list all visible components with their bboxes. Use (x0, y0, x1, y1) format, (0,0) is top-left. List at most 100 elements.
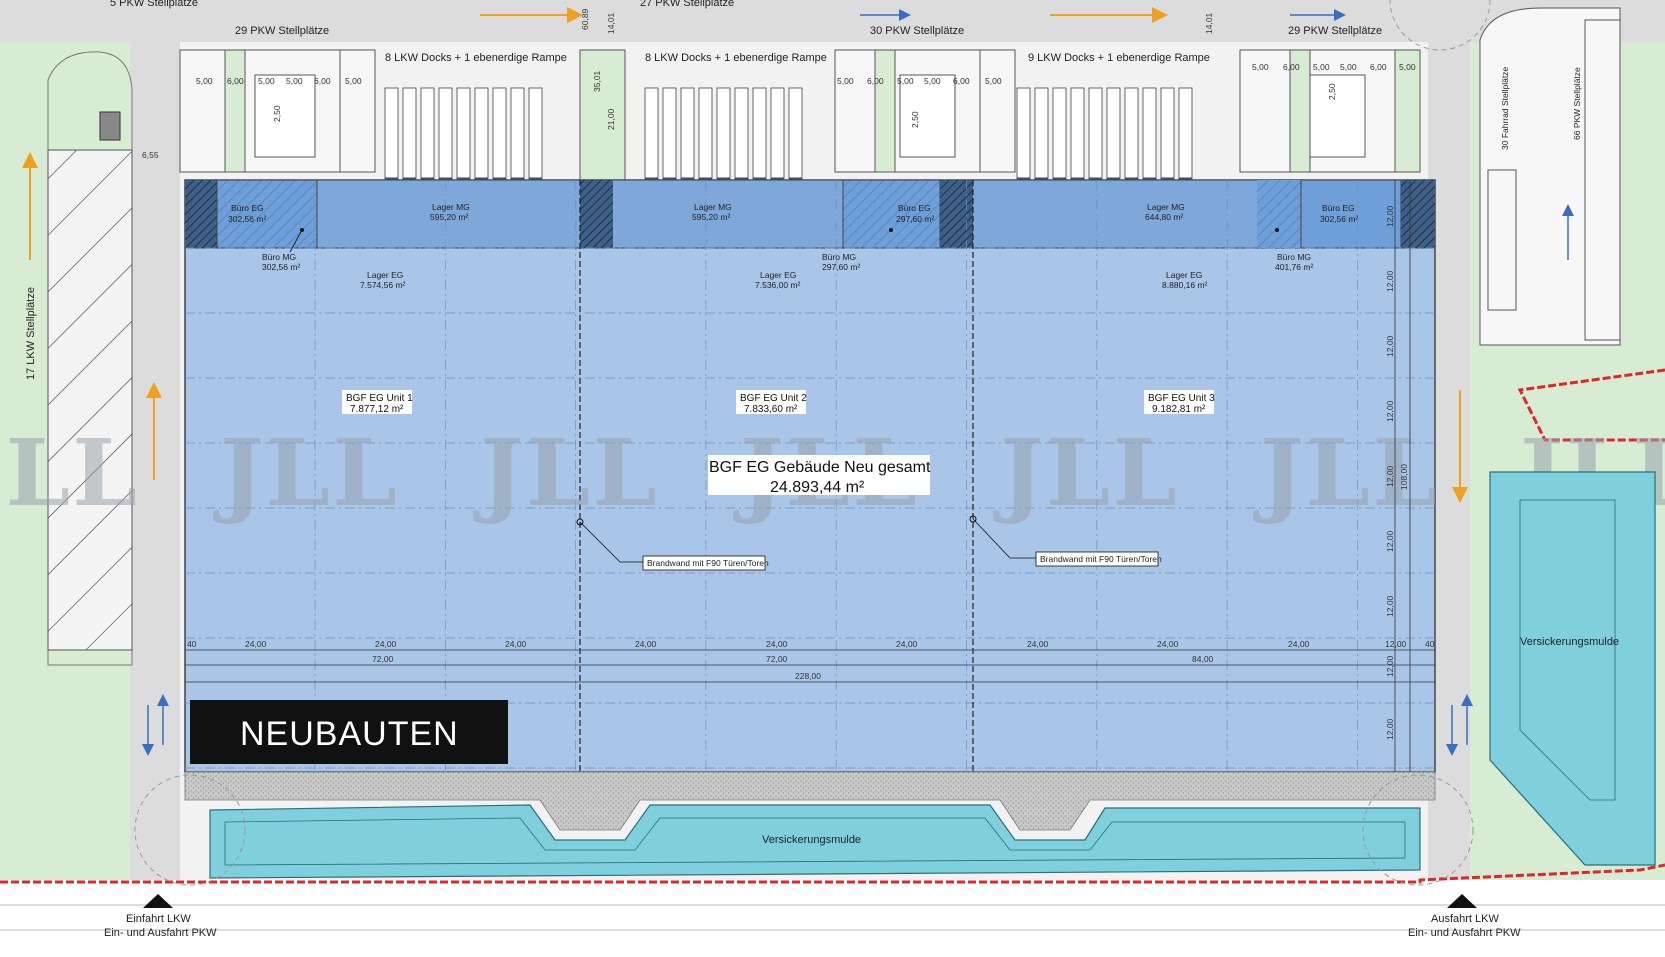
total-label: BGF EG Gebäude Neu gesamt (709, 459, 931, 476)
parking-right-stalls (1584, 19, 1621, 341)
dock-bay (438, 87, 453, 179)
room-buero-eg-2-area: 297,60 m² (896, 214, 934, 224)
firewall-1-label: Brandwand mit F90 Türen/Toren (647, 558, 769, 568)
unit3-box (1144, 390, 1214, 414)
dim-2400-8: 24,00 (1157, 639, 1179, 649)
infiltration-bottom-label: Versickerungsmulde (762, 834, 861, 846)
infiltration-basin-right (1489, 471, 1656, 866)
gravel-strip (184, 771, 1436, 831)
dock-bay (456, 87, 471, 179)
neubauten-badge (190, 700, 508, 764)
dim-1401-a: 14,01 (606, 12, 616, 34)
total-area: 24.893,44 m² (770, 479, 865, 496)
firewall-2-leader (972, 518, 1036, 559)
docks-unit1-label: 8 LKW Docks + 1 ebenerdige Rampe (385, 52, 567, 64)
dim-500-c: 5,00 (286, 76, 303, 86)
room-buero-eg-1: Büro EG (231, 203, 264, 213)
dim-1200-v: 12,00 (1385, 205, 1395, 227)
median-green-1 (579, 49, 626, 181)
dock-bay (528, 87, 543, 179)
stair-core-3 (1401, 180, 1435, 248)
dim-500-b: 5,00 (258, 76, 275, 86)
dim-10800: 108,00 (1399, 464, 1409, 490)
lkw-parking-label: 17 LKW Stellplätze (25, 287, 37, 380)
dock-bay (698, 87, 713, 179)
parking-row-unit2 (834, 49, 1016, 173)
svg-text:JLL: JLL (213, 419, 399, 527)
room-buero-eg-3: Büro EG (1322, 203, 1355, 213)
dim-1200-h: 12,00 (1385, 639, 1407, 649)
room-buero-mg-3: Büro MG (1277, 252, 1311, 262)
dim-22800: 228,00 (795, 671, 821, 681)
dim-1200-v: 12,00 (1385, 270, 1395, 292)
entry-line2: Ein- und Ausfahrt PKW (104, 927, 217, 939)
pkw-30-label: 30 PKW Stellplätze (870, 25, 964, 37)
dim-1200-v: 12,00 (1385, 335, 1395, 357)
unit1-label: BGF EG Unit 1 (346, 393, 413, 404)
room-lager-mg-1: Lager MG (432, 202, 470, 212)
unit2-box (736, 390, 806, 414)
dim-1200-v: 12,00 (1385, 655, 1395, 677)
unit2-area: 7.833,60 m² (744, 404, 798, 415)
dim-40-right: 40 (1425, 639, 1435, 649)
dim-8400: 84,00 (1192, 654, 1214, 664)
room-lager-eg-3: Lager EG (1166, 270, 1202, 280)
infiltration-right-label: Versickerungsmulde (1520, 636, 1619, 648)
road-top (0, 0, 1665, 42)
unit1-box (342, 390, 412, 414)
dim-500-l: 5,00 (1399, 62, 1416, 72)
leader-buero-mg-1 (289, 229, 303, 253)
svg-text:JLL: JLL (1253, 419, 1439, 527)
room-lager-eg-1: Lager EG (367, 270, 403, 280)
dock-bay (1106, 87, 1121, 179)
dim-250-a: 2,50 (272, 105, 282, 122)
dim-600-d: 6,00 (953, 76, 970, 86)
dim-600-a: 6,00 (227, 76, 244, 86)
firewall-1-leader (579, 521, 643, 563)
dim-500-h: 5,00 (985, 76, 1002, 86)
dim-7200-1: 72,00 (372, 654, 394, 664)
road-bottom (0, 880, 1665, 957)
dim-6089: 60,89 (580, 8, 590, 30)
dim-1200-v: 12,00 (1385, 530, 1395, 552)
pkw-27-label: 27 PKW Stellplätze (640, 0, 734, 9)
pkw-29-left-label: 29 PKW Stellplätze (235, 25, 329, 37)
room-buero-mg-2-area: 297,60 m² (822, 262, 860, 272)
dim-500-f: 5,00 (897, 76, 914, 86)
office-unit3 (1300, 179, 1402, 249)
unit3-label: BGF EG Unit 3 (1148, 393, 1215, 404)
unit2-label: BGF EG Unit 2 (740, 393, 807, 404)
dock-bay (662, 87, 677, 179)
exit-marker-icon (1447, 894, 1477, 908)
entry-line1: Einfahrt LKW (126, 913, 191, 925)
dock-bay (402, 87, 417, 179)
room-buero-mg-3-area: 401,76 m² (1275, 262, 1313, 272)
dock-bay (1088, 87, 1103, 179)
dim-250-b: 2,50 (910, 111, 920, 128)
dock-bay (1016, 87, 1031, 179)
exit-line1: Ausfahrt LKW (1431, 913, 1499, 925)
svg-text:JLL: JLL (0, 419, 139, 527)
room-lager-eg-1-area: 7.574,56 m² (360, 280, 406, 290)
parking-right (1479, 7, 1621, 346)
svg-text:JLL: JLL (993, 419, 1179, 527)
firewall-1-box (642, 555, 766, 571)
dim-2400-6: 24,00 (896, 639, 918, 649)
dim-2400-5: 24,00 (766, 639, 788, 649)
lkw-parking-left (47, 149, 133, 651)
room-lager-mg-3-area: 644,80 m² (1145, 212, 1183, 222)
unit1-area: 7.877,12 m² (350, 404, 404, 415)
exit-line2: Ein- und Ausfahrt PKW (1408, 927, 1521, 939)
turning-circle-br (1362, 774, 1474, 886)
marker-buero-mg-3 (1275, 228, 1279, 232)
dock-bay (510, 87, 525, 179)
firewall-2-label: Brandwand mit F90 Türen/Toren (1040, 554, 1162, 564)
dock-bay (1142, 87, 1157, 179)
dim-2400-3: 24,00 (505, 639, 527, 649)
dock-bay (680, 87, 695, 179)
dim-1200-v: 12,00 (1385, 465, 1395, 487)
turning-circle-bl (134, 774, 246, 886)
pkw-66-label: 66 PKW Stellplätze (1572, 67, 1582, 140)
svg-text:JLL: JLL (473, 419, 659, 527)
parking-row-unit3 (1239, 49, 1421, 173)
